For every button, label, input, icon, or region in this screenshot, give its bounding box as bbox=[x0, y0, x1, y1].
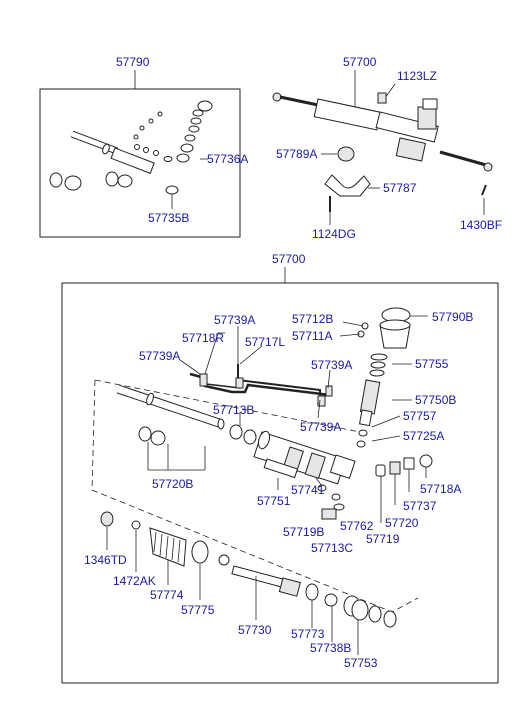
label-57730[interactable]: 57730 bbox=[238, 623, 272, 637]
label-1123LZ[interactable]: 1123LZ bbox=[397, 69, 437, 83]
bushing-57789A bbox=[337, 146, 355, 162]
label-57717L[interactable]: 57717L bbox=[245, 335, 285, 349]
boot-assembly bbox=[100, 511, 397, 628]
label-57789A[interactable]: 57789A bbox=[276, 147, 317, 161]
label-57739A-left[interactable]: 57739A bbox=[139, 349, 180, 363]
rack-rod bbox=[116, 384, 225, 430]
label-57737[interactable]: 57737 bbox=[403, 499, 437, 513]
clamp-57787 bbox=[324, 174, 371, 197]
label-57762[interactable]: 57762 bbox=[340, 519, 374, 533]
label-57720[interactable]: 57720 bbox=[385, 516, 419, 530]
label-57713C[interactable]: 57713C bbox=[311, 541, 353, 555]
label-1430BF[interactable]: 1430BF bbox=[460, 218, 502, 232]
label-57713B[interactable]: 57713B bbox=[213, 403, 254, 417]
dashed-boundary bbox=[91, 379, 419, 613]
label-1472AK[interactable]: 1472AK bbox=[113, 574, 156, 588]
label-57790[interactable]: 57790 bbox=[116, 55, 150, 69]
label-57735B[interactable]: 57735B bbox=[148, 211, 189, 225]
label-57739A-mid[interactable]: 57739A bbox=[300, 420, 341, 434]
kit-57790-group: 57790 57736A 57735B bbox=[39, 55, 248, 238]
label-57700-overview[interactable]: 57700 bbox=[343, 55, 377, 69]
label-57751[interactable]: 57751 bbox=[257, 494, 291, 508]
label-1124DG[interactable]: 1124DG bbox=[312, 227, 356, 241]
label-57787[interactable]: 57787 bbox=[383, 181, 417, 195]
label-57750B[interactable]: 57750B bbox=[415, 393, 456, 407]
kit-57790-frame bbox=[39, 88, 241, 238]
label-57711A[interactable]: 57711A bbox=[292, 329, 332, 343]
exploded-57700-group: 57700 bbox=[61, 252, 499, 684]
label-57719[interactable]: 57719 bbox=[366, 532, 400, 546]
label-57736A[interactable]: 57736A bbox=[207, 152, 248, 166]
exploded-frame bbox=[61, 282, 499, 684]
label-57700-exploded[interactable]: 57700 bbox=[272, 252, 306, 266]
label-57725A[interactable]: 57725A bbox=[403, 429, 444, 443]
label-57738B[interactable]: 57738B bbox=[310, 641, 351, 655]
label-1346TD[interactable]: 1346TD bbox=[84, 553, 127, 567]
rack-housing bbox=[253, 430, 356, 485]
label-57773[interactable]: 57773 bbox=[291, 627, 325, 641]
label-57753[interactable]: 57753 bbox=[344, 656, 378, 670]
label-57790B[interactable]: 57790B bbox=[432, 310, 473, 324]
label-57757[interactable]: 57757 bbox=[403, 409, 437, 423]
label-57774[interactable]: 57774 bbox=[150, 588, 184, 602]
overview-rack bbox=[272, 92, 493, 172]
label-57718R[interactable]: 57718R bbox=[182, 331, 224, 345]
label-57719B[interactable]: 57719B bbox=[283, 525, 324, 539]
overview-57700-group: 57700 1123LZ 57789A 57787 1124DG 1430BF bbox=[272, 55, 502, 241]
kit-rod bbox=[70, 130, 155, 174]
label-57741[interactable]: 57741 bbox=[291, 483, 325, 497]
label-57739A-right[interactable]: 57739A bbox=[311, 358, 352, 372]
label-57775[interactable]: 57775 bbox=[181, 603, 215, 617]
label-57718A[interactable]: 57718A bbox=[420, 482, 461, 496]
label-57739A-top[interactable]: 57739A bbox=[214, 313, 255, 327]
label-57712B[interactable]: 57712B bbox=[292, 312, 333, 326]
label-57755[interactable]: 57755 bbox=[415, 357, 449, 371]
label-57720B[interactable]: 57720B bbox=[152, 477, 193, 491]
